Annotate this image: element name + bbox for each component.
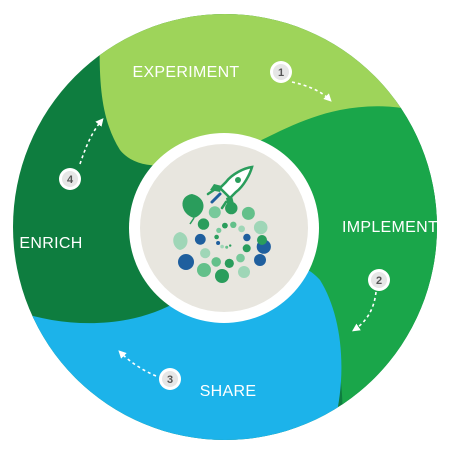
spiral-dot (197, 263, 211, 277)
step-badge-4: 4 (59, 168, 81, 190)
spiral-dot (211, 257, 221, 267)
stage-label-share: SHARE (200, 383, 257, 400)
spiral-dot (230, 221, 237, 228)
spiral-dot (215, 269, 229, 283)
spiral-dot (214, 234, 219, 240)
dot-spiral-icon (178, 201, 271, 283)
spiral-dot (222, 222, 228, 229)
spiral-dot (194, 233, 206, 245)
spiral-dot (178, 254, 194, 270)
spiral-dot (208, 206, 221, 219)
spiral-dot (197, 218, 210, 230)
stage-label-implement: IMPLEMENT (342, 219, 438, 236)
balloon-icon (173, 194, 204, 250)
spiral-dot (216, 227, 222, 233)
spiral-dot (241, 206, 255, 220)
step-badge-3: 3 (159, 368, 181, 390)
spiral-dot (229, 244, 232, 247)
spiral-dot (236, 253, 245, 263)
spiral-dot (238, 266, 250, 278)
step-number-2: 2 (376, 275, 382, 287)
spiral-dot (225, 201, 238, 215)
spiral-dot (243, 233, 251, 242)
spiral-dot (220, 244, 224, 249)
step-badge-1: 1 (270, 61, 292, 83)
spiral-dot (216, 241, 221, 245)
spiral-dot (224, 258, 234, 268)
spiral-dot (254, 254, 266, 266)
step-badge-2: 2 (368, 269, 390, 291)
arrow-implement-to-share (352, 291, 377, 332)
stage-label-experiment: EXPERIMENT (132, 64, 239, 81)
step-number-1: 1 (278, 67, 284, 79)
spiral-dot (200, 248, 211, 259)
step-number-3: 3 (167, 374, 173, 386)
spiral-dot (238, 225, 246, 233)
step-number-4: 4 (67, 174, 74, 186)
spiral-dot (253, 220, 268, 235)
arrow-enrich-to-experiment (79, 118, 104, 165)
spiral-dot (242, 244, 251, 253)
stage-label-enrich: ENRICH (19, 235, 82, 252)
rocket-icon (206, 165, 254, 210)
spiral-dot (225, 245, 229, 249)
spiral-dot (257, 235, 267, 245)
